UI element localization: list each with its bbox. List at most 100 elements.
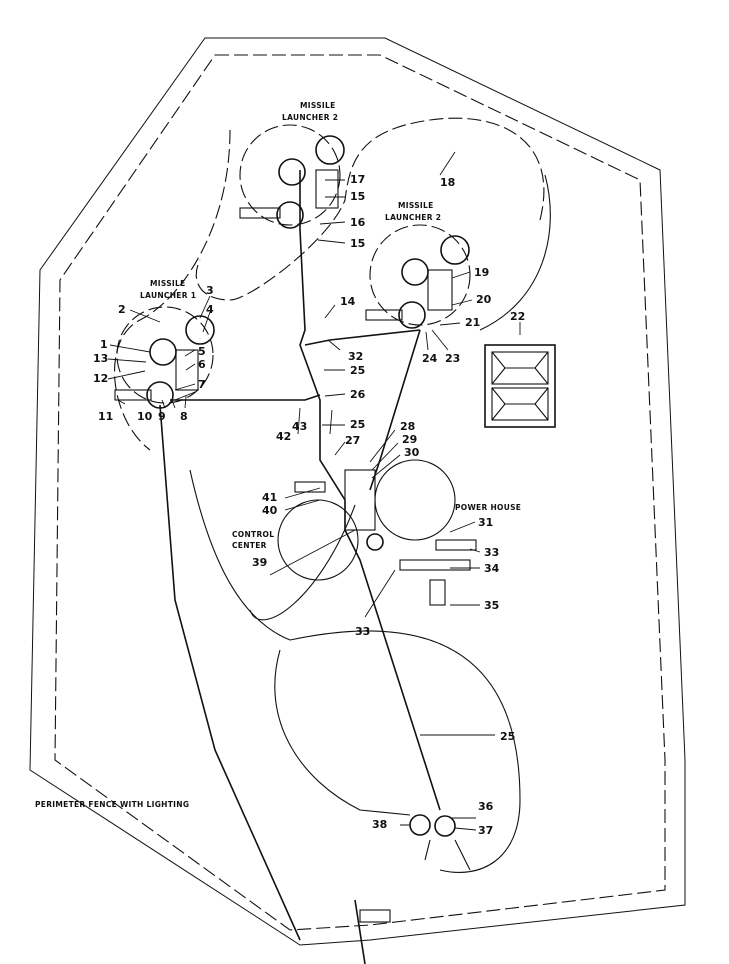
caption-control-center-line1: CONTROL: [232, 530, 274, 539]
launcher-right-silo: [398, 301, 426, 329]
fuel-tank-pad: [294, 481, 326, 493]
main-utility-trench: [299, 170, 441, 811]
launcher-top-silo: [276, 201, 304, 229]
patrol-road-west: [113, 129, 231, 451]
callout-25b: 25: [350, 418, 365, 431]
caption-launcher-left-line2: LAUNCHER 1: [140, 291, 196, 300]
power-house-radius: [374, 459, 456, 541]
callout-16: 16: [350, 216, 366, 229]
caption-launcher-right-line1: MISSILE: [398, 201, 434, 210]
callout-31: 31: [478, 516, 493, 529]
callout-13: 13: [93, 352, 108, 365]
callout-37: 37: [478, 824, 493, 837]
launcher-top-silo: [278, 158, 306, 186]
launcher-top-pad: [239, 207, 281, 219]
callout-8: 8: [180, 410, 188, 423]
callout-19: 19: [474, 266, 489, 279]
corridor-launcher1: [170, 394, 321, 401]
launcher-top-radius-circle: [239, 124, 341, 226]
launcher-left-pad: [114, 389, 152, 401]
south-pad-extension: [424, 839, 471, 871]
callout-leader-lines: [107, 151, 521, 831]
storage-building-22-bottom: [491, 387, 549, 421]
caption-launcher-top-line2: LAUNCHER 2: [282, 113, 338, 122]
callout-2: 2: [118, 303, 126, 316]
launcher-left-silo: [146, 381, 174, 409]
callout-9: 9: [158, 410, 166, 423]
callout-27: 27: [345, 434, 360, 447]
caption-perimeter-fence: PERIMETER FENCE WITH LIGHTING: [35, 800, 189, 809]
launcher-right-pad: [365, 309, 403, 321]
caption-launcher-left-line1: MISSILE: [150, 279, 186, 288]
callout-1: 1: [100, 338, 108, 351]
road-south-loop: [274, 649, 411, 816]
launcher-top-silo: [315, 135, 345, 165]
patrol-road-loop: [195, 117, 545, 301]
callout-15b: 15: [350, 237, 365, 250]
callout-17: 17: [350, 173, 365, 186]
callout-25c: 25: [500, 730, 515, 743]
callout-3: 3: [206, 284, 214, 297]
corridor-launcher2-right: [304, 329, 421, 346]
road-west-inner: [189, 469, 291, 641]
callout-30: 30: [404, 446, 420, 459]
callout-35: 35: [484, 599, 499, 612]
callout-4: 4: [206, 303, 214, 316]
callout-43: 43: [292, 420, 307, 433]
caption-power-house: POWER HOUSE: [455, 503, 521, 512]
callout-42: 42: [276, 430, 291, 443]
power-house-building-1: [435, 539, 477, 551]
callout-41: 41: [262, 491, 277, 504]
callout-5: 5: [198, 345, 206, 358]
callout-24: 24: [422, 352, 438, 365]
callout-28: 28: [400, 420, 415, 433]
callout-36: 36: [478, 800, 494, 813]
power-house-building-3: [429, 579, 446, 606]
perimeter-fence-outer: [29, 37, 686, 946]
callout-26: 26: [350, 388, 366, 401]
gate: [359, 909, 391, 923]
road-south-exit: [354, 899, 366, 964]
callout-11: 11: [98, 410, 113, 423]
callout-18: 18: [440, 176, 455, 189]
callout-7: 7: [198, 378, 206, 391]
callout-12: 12: [93, 372, 108, 385]
callout-38: 38: [372, 818, 387, 831]
callout-40: 40: [262, 504, 278, 517]
launcher-left-radius-circle: [116, 306, 214, 404]
callout-10: 10: [137, 410, 153, 423]
storage-building-22-roof-lines: [491, 351, 549, 421]
storage-building-22-top: [491, 351, 549, 385]
callout-34: 34: [484, 562, 500, 575]
south-silo-right: [434, 815, 456, 837]
launcher-right-silo: [401, 258, 429, 286]
callout-39: 39: [252, 556, 267, 569]
caption-launcher-top-line1: MISSILE: [300, 101, 336, 110]
callout-22: 22: [510, 310, 525, 323]
launcher-left-building: [175, 349, 199, 391]
launcher-top-building: [315, 169, 339, 209]
perimeter-fence-inner: [54, 54, 666, 931]
launcher-left-silo: [185, 315, 215, 345]
patrol-road-right: [479, 174, 551, 331]
control-complex-building: [344, 469, 376, 531]
callout-15a: 15: [350, 190, 365, 203]
callout-25a: 25: [350, 364, 365, 377]
power-house-building-2: [399, 559, 471, 571]
corridor-right-diag: [369, 329, 421, 491]
callout-6: 6: [198, 358, 206, 371]
launcher-right-building: [427, 269, 453, 311]
callout-14: 14: [340, 295, 356, 308]
south-silo-left: [409, 814, 431, 836]
corridor-south: [159, 404, 301, 941]
caption-control-center-line2: CENTER: [232, 541, 267, 550]
callout-32: 32: [348, 350, 363, 363]
control-center-radius: [277, 499, 359, 581]
callout-29: 29: [402, 433, 417, 446]
callout-20: 20: [476, 293, 492, 306]
storage-building-22-outer: [484, 344, 556, 428]
launcher-right-silo: [440, 235, 470, 265]
control-center-vault: [366, 533, 384, 551]
callout-33b: 33: [355, 625, 370, 638]
